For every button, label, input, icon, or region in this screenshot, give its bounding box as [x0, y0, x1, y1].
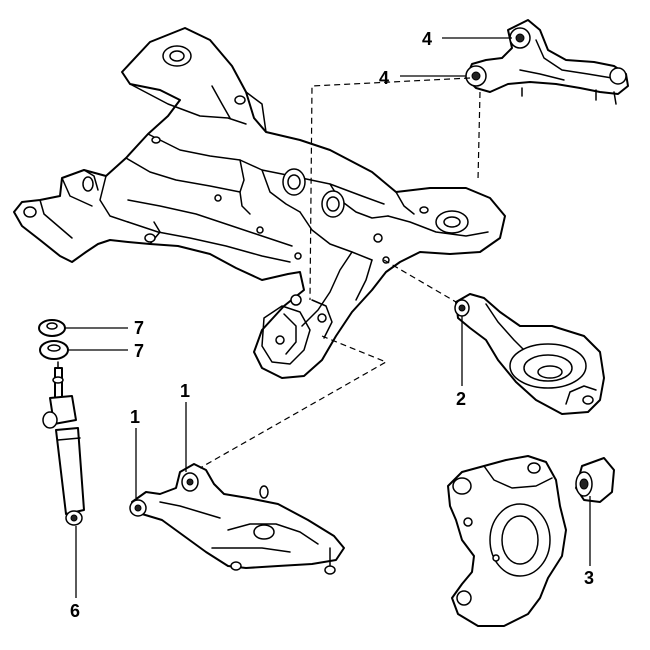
callout-6: 7 — [134, 341, 144, 361]
upper-rubber-washer — [38, 319, 66, 337]
callout-5: 6 — [70, 601, 80, 621]
lower-control-arm — [129, 463, 345, 575]
lower-rubber-washer — [39, 340, 69, 360]
assembly-dashed-lines — [199, 77, 481, 469]
leader-lines — [64, 37, 591, 598]
callout-4-lower: 4 — [379, 68, 389, 88]
callout-2: 2 — [456, 389, 466, 409]
shock-absorber — [42, 361, 85, 526]
rear-knuckle — [447, 455, 567, 627]
knuckle-bushing — [575, 457, 615, 503]
callout-1-right: 1 — [180, 381, 190, 401]
callout-3: 3 — [584, 568, 594, 588]
lower-spring-arm — [454, 293, 605, 415]
rear-subframe — [13, 27, 506, 379]
callout-7: 7 — [134, 318, 144, 338]
callout-4-upper: 4 — [422, 29, 432, 49]
upper-control-arm — [465, 19, 629, 105]
callout-1-left: 1 — [130, 407, 140, 427]
callout-labels: 4 4 7 7 2 1 1 3 6 — [70, 29, 594, 621]
